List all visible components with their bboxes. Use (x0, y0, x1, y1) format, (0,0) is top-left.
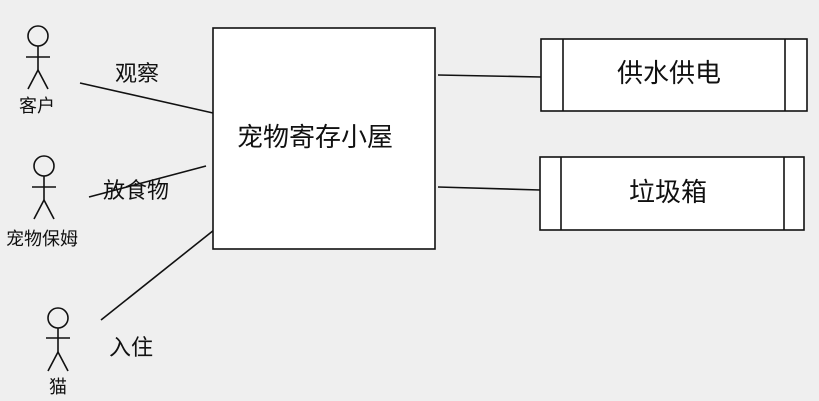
usecase-feed-label: 放食物 (103, 179, 170, 204)
association-cat (100, 229, 215, 321)
system-box (212, 27, 436, 250)
actor-pet-sitter-label: 宠物保姆 (6, 229, 78, 250)
actor-cat-label: 猫 (49, 377, 67, 398)
association-customer (79, 82, 214, 114)
system-label: 宠物寄存小屋 (237, 123, 394, 153)
actor-customer-label: 客户 (19, 96, 55, 117)
association-pet-sitter (88, 165, 207, 198)
connector-trash (437, 186, 541, 191)
actor-pet-sitter-figure (32, 155, 56, 220)
usecase-observe-label: 观察 (115, 62, 160, 87)
actor-cat-figure (46, 307, 70, 372)
subsystem-utilities-box (540, 38, 808, 112)
connector-utilities (437, 74, 542, 78)
usecase-check-in-label: 入住 (109, 336, 154, 361)
subsystem-trash-label: 垃圾箱 (629, 178, 708, 208)
subsystem-trash-box (539, 156, 805, 231)
subsystem-utilities-label: 供水供电 (617, 59, 722, 89)
actor-customer-figure (26, 25, 50, 90)
